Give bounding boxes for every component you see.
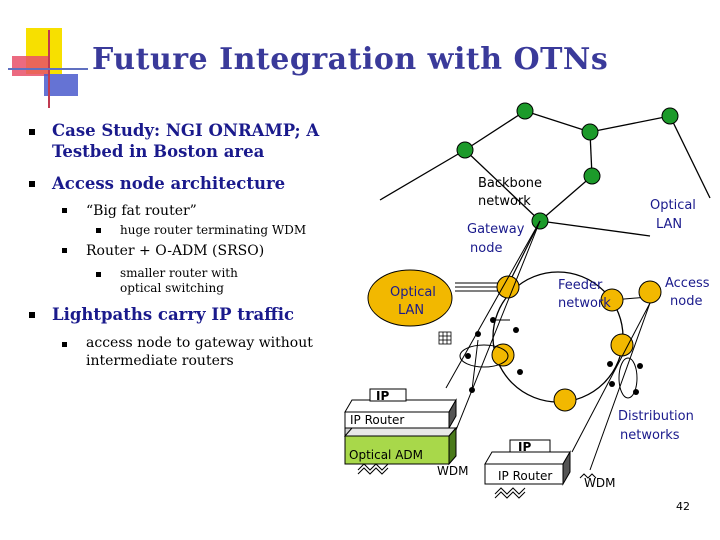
- gateway-node-label: Gateway: [467, 222, 525, 237]
- distribution-node: [513, 327, 519, 333]
- distribution-networks-label: networks: [620, 428, 680, 443]
- distribution-node: [637, 363, 643, 369]
- distribution-link: [471, 339, 479, 391]
- bullet-marker: [62, 248, 67, 253]
- optical-lan-label: LAN: [656, 217, 682, 232]
- bullet-marker: [96, 228, 101, 233]
- access-node-label: Access: [665, 276, 710, 291]
- bullet-marker: [62, 342, 67, 347]
- bullet-access-node-architecture: Access node architecture: [52, 174, 286, 193]
- distribution-node: [609, 381, 615, 387]
- gateway-link: [507, 220, 541, 286]
- bullet-marker: [29, 181, 35, 187]
- ip-router-label: IP Router: [498, 469, 552, 483]
- bullet-smaller-router: smaller router with optical switching: [120, 266, 238, 295]
- slide-title: Future Integration with OTNs: [92, 42, 609, 77]
- bullet-marker: [29, 312, 35, 318]
- distribution-node: [517, 369, 523, 375]
- bullet-access-to-gateway: access node to gateway without intermedi…: [86, 335, 313, 369]
- wdm-squiggle: [357, 463, 389, 475]
- backbone-node: [583, 167, 601, 185]
- ip-router-stack-left: IP IP Router Optical ADM WDM: [343, 388, 468, 478]
- feeder-node: [491, 343, 515, 367]
- distribution-node: [633, 389, 639, 395]
- switch-icon: [438, 331, 452, 345]
- bullet-lightpaths: Lightpaths carry IP traffic: [52, 305, 295, 324]
- backbone-node: [516, 102, 534, 120]
- feeder-network-label: Feeder: [558, 278, 603, 293]
- bullet-marker: [62, 208, 67, 213]
- bullet-marker: [29, 129, 35, 135]
- optical-lan-label: Optical: [650, 198, 696, 213]
- distribution-node: [465, 353, 471, 359]
- page-number: 42: [676, 500, 690, 513]
- wdm-label: WDM: [584, 476, 615, 490]
- bullet-router-oadm: Router + O-ADM (SRSO): [86, 243, 265, 259]
- ip-router-stack-right: IP IP Router WDM: [484, 439, 615, 499]
- gateway-node-label: node: [470, 241, 502, 256]
- optical-adm-label: Optical ADM: [349, 448, 423, 462]
- distribution-networks-label: Distribution: [618, 409, 694, 424]
- ip-badge: IP: [376, 389, 389, 403]
- distribution-node: [475, 331, 481, 337]
- title-decoration: [0, 0, 90, 110]
- bullet-case-study: Case Study: NGI ONRAMP; A Testbed in Bos…: [52, 121, 320, 161]
- backbone-node: [661, 107, 679, 125]
- access-node: [638, 280, 662, 304]
- distribution-node: [607, 361, 613, 367]
- backbone-node: [456, 141, 474, 159]
- optical-lan-label: Optical: [390, 285, 436, 300]
- gateway-pointer: [449, 220, 541, 446]
- feeder-node: [610, 333, 634, 357]
- distribution-node: [490, 317, 496, 323]
- backbone-network-label: network: [478, 194, 531, 209]
- feeder-node: [600, 288, 624, 312]
- bullet-big-fat-router: “Big fat router”: [86, 203, 197, 219]
- backbone-network-label: Backbone: [478, 176, 542, 191]
- feeder-node: [496, 275, 520, 299]
- ip-badge: IP: [518, 440, 531, 454]
- bullet-huge-router: huge router terminating WDM: [120, 223, 307, 237]
- feeder-network-label: network: [558, 296, 611, 311]
- backbone-node: [581, 123, 599, 141]
- wdm-squiggle: [494, 473, 597, 499]
- distribution-ring: [618, 357, 638, 399]
- access-node-label: node: [670, 294, 702, 309]
- access-pointer: [571, 302, 651, 453]
- optical-lan-label: LAN: [398, 303, 424, 318]
- optical-lan-ellipse: [367, 269, 453, 327]
- distribution-ring: [459, 344, 509, 368]
- wdm-label: WDM: [437, 464, 468, 478]
- ip-router-label: IP Router: [350, 413, 404, 427]
- backbone-ring: [379, 110, 711, 237]
- gateway-pointer: [445, 220, 541, 389]
- bullet-marker: [96, 272, 101, 277]
- access-pointer: [589, 302, 651, 471]
- feeder-node: [553, 388, 577, 412]
